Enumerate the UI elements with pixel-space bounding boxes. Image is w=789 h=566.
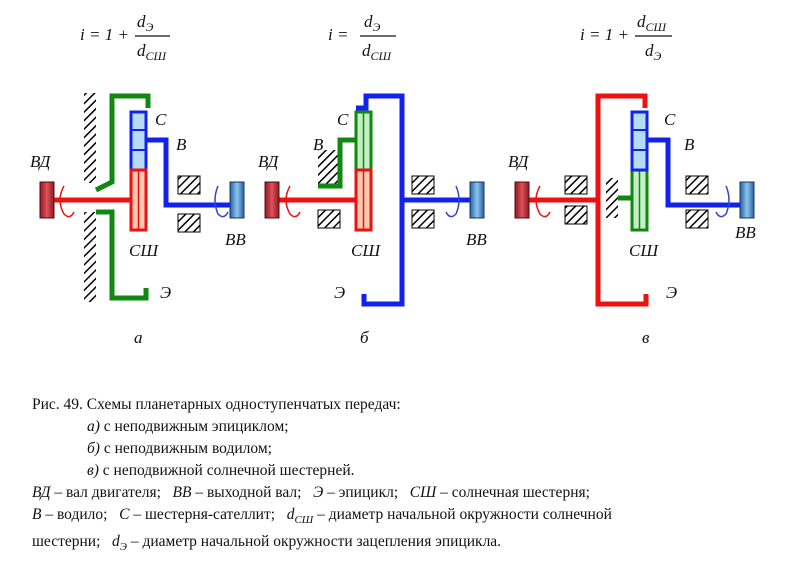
epicycle xyxy=(96,209,149,301)
label-vd: ВД xyxy=(258,152,279,171)
carrier xyxy=(318,137,356,189)
formula-b-prefix: i = xyxy=(328,25,348,44)
formula-v-prefix: i = 1 + xyxy=(580,25,629,44)
label-e: Э xyxy=(160,283,171,302)
label-vv: ВВ xyxy=(466,230,487,249)
bearing xyxy=(177,213,201,233)
label-v: В xyxy=(684,135,695,154)
caption-legend-1: ВД – вал двигателя; ВВ – выходной вал; Э… xyxy=(32,484,590,501)
rotation-arrow-icon xyxy=(59,185,75,218)
label-sh: СШ xyxy=(351,241,381,260)
label-s: С xyxy=(664,110,676,129)
epicycle xyxy=(356,93,470,203)
rotation-arrow-icon xyxy=(715,185,730,218)
scheme-v: ВД ВВ С В СШ Э в xyxy=(508,93,756,347)
bearing xyxy=(411,175,435,195)
epicycle xyxy=(361,200,405,307)
output-shaft-end xyxy=(229,181,245,219)
label-vv: ВВ xyxy=(735,223,756,242)
caption-legend-2: В – водило; С – шестерня-сателлит; dСШ –… xyxy=(32,506,612,527)
formula-a-prefix: i = 1 + xyxy=(80,25,129,44)
label-sh: СШ xyxy=(629,241,659,260)
bearing xyxy=(685,175,709,195)
caption-legend-3: шестерни; dЭ – диаметр начальной окружно… xyxy=(32,533,502,554)
scheme-letter-a: а xyxy=(134,328,143,347)
rotation-arrow-icon xyxy=(535,185,551,218)
motor-shaft-end xyxy=(514,181,530,219)
scheme-a: ВД ВВ С В СШ Э а xyxy=(30,93,246,347)
bearing xyxy=(177,175,201,195)
label-e: Э xyxy=(666,283,677,302)
rotation-arrow-icon xyxy=(445,185,460,218)
formula-a-numerator: dЭ xyxy=(137,12,154,34)
bearing xyxy=(564,175,588,195)
formula-v: i = 1 + dСШ dЭ xyxy=(580,12,672,63)
caption-title: Рис. 49. Схемы планетарных одноступенчат… xyxy=(32,396,401,413)
bearing xyxy=(685,209,709,229)
motor-shaft-end xyxy=(39,181,55,219)
motor-shaft-end xyxy=(264,181,280,219)
label-vv: ВВ xyxy=(225,230,246,249)
formula-a-denominator: dСШ xyxy=(137,41,168,63)
label-v: В xyxy=(176,135,187,154)
bearing xyxy=(317,209,341,229)
label-s: С xyxy=(155,110,167,129)
carrier xyxy=(647,137,740,208)
formula-v-numerator: dСШ xyxy=(637,12,668,34)
bearing xyxy=(564,205,588,225)
rotation-arrow-icon xyxy=(214,185,229,218)
scheme-letter-b: б xyxy=(360,328,369,347)
ground-hatch xyxy=(84,93,96,183)
epicycle xyxy=(94,93,151,193)
satellite-gear xyxy=(129,110,148,172)
formula-v-denominator: dЭ xyxy=(645,41,662,63)
ground-hatch xyxy=(318,150,340,186)
scheme-b: ВД ВВ С В СШ Э б xyxy=(258,93,487,347)
satellite-gear xyxy=(630,110,649,172)
label-sh: СШ xyxy=(129,241,159,260)
caption-item-b: б) с неподвижным водилом; xyxy=(87,440,272,457)
caption-item-a: а) с неподвижным эпициклом; xyxy=(87,418,289,435)
ground-hatch xyxy=(606,178,618,218)
output-shaft-end xyxy=(739,181,755,219)
bearing xyxy=(411,209,435,229)
label-e: Э xyxy=(334,283,345,302)
carrier xyxy=(146,137,230,208)
rotation-arrow-icon xyxy=(285,185,301,218)
formula-a: i = 1 + dЭ dСШ xyxy=(80,12,170,63)
label-vd: ВД xyxy=(30,152,51,171)
label-s: С xyxy=(337,110,349,129)
ground-hatch xyxy=(84,212,96,302)
scheme-letter-v: в xyxy=(642,328,650,347)
formula-b-denominator: dСШ xyxy=(362,41,393,63)
planetary-gear-diagram: i = 1 + dЭ dСШ i = dЭ dСШ i = 1 + dСШ dЭ xyxy=(30,12,756,347)
label-v: В xyxy=(313,135,324,154)
label-vd: ВД xyxy=(508,152,529,171)
caption-item-v: в) с неподвижной солнечной шестерней. xyxy=(87,462,355,479)
figure-caption: Рис. 49. Схемы планетарных одноступенчат… xyxy=(32,394,772,558)
output-shaft-end xyxy=(469,181,485,219)
formula-b: i = dЭ dСШ xyxy=(328,12,396,63)
formula-b-numerator: dЭ xyxy=(364,12,381,34)
